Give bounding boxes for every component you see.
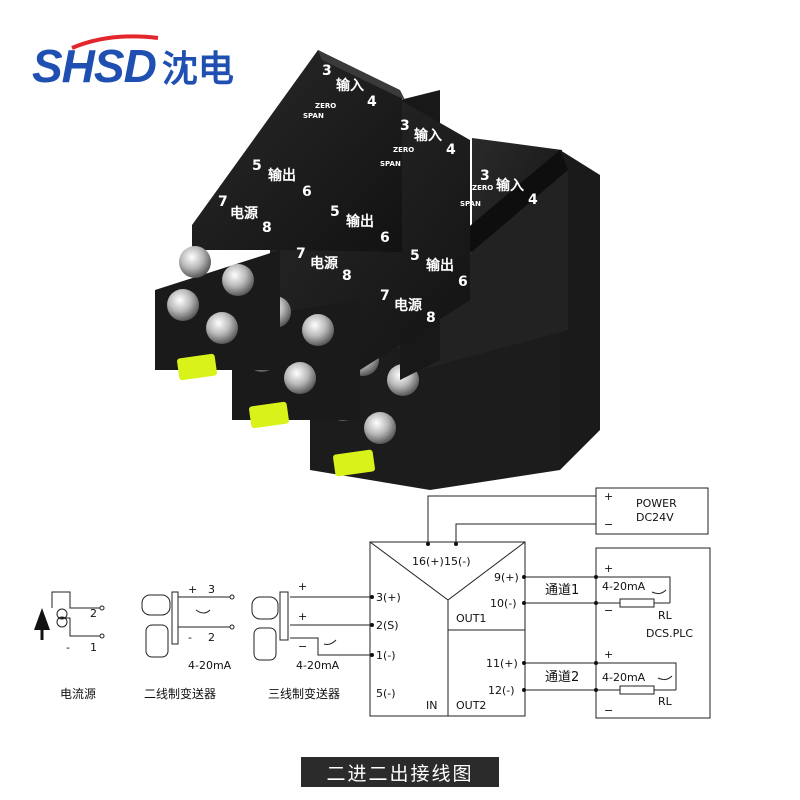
- power-label: 电源: [394, 297, 422, 314]
- logo-swoosh-icon: [71, 34, 159, 50]
- channel-2-signal: 4-20mA: [602, 671, 646, 684]
- terminal-3-label: 3: [480, 168, 490, 184]
- terminal-2-label: 2(S): [376, 619, 399, 632]
- terminal-5-label: 5: [252, 158, 262, 174]
- terminal-3-label: 3: [322, 63, 332, 79]
- input-label: 输入: [496, 177, 524, 194]
- module-1-labels: 3 输入 4 ZERO SPAN 5 输出 6 7 电源 8: [218, 63, 377, 236]
- span-label: SPAN: [380, 160, 401, 168]
- terminal-16-label: 16(+): [412, 555, 444, 568]
- three-wire-title: 三线制变送器: [268, 686, 340, 701]
- wiring-diagram: + − POWER DC24V 16(+) 15(-) 3(+) 2(S) 1(…: [34, 487, 711, 719]
- power-plus-label: +: [604, 490, 613, 503]
- terminal-7-label: 7: [380, 288, 390, 304]
- terminal-6-label: 6: [302, 184, 312, 200]
- two-wire-signal: 4-20mA: [188, 659, 232, 672]
- output-label: 输出: [346, 213, 374, 230]
- power-title: POWER: [636, 497, 677, 510]
- current-source-title: 电流源: [60, 687, 96, 701]
- terminal-12-label: 12(-): [488, 684, 515, 697]
- load-resistor-1: [619, 598, 655, 608]
- terminal-10-label: 10(-): [490, 597, 517, 610]
- terminal-11-label: 11(+): [486, 657, 518, 670]
- input-label: 输入: [414, 127, 442, 144]
- input-label: 输入: [336, 77, 364, 94]
- zero-label: ZERO: [315, 102, 336, 110]
- channel-2-label: 通道2: [545, 670, 579, 685]
- three-wire-signal: 4-20mA: [296, 659, 340, 672]
- power-label: 电源: [310, 255, 338, 272]
- up-arrow-icon: [34, 608, 50, 630]
- terminal-4-label: 4: [446, 142, 456, 158]
- out2-label: OUT2: [456, 699, 486, 712]
- module-2-labels: 3 输入 4 ZERO SPAN 5 输出 6 7 电源 8: [296, 118, 456, 284]
- terminal-5-label: 5(-): [376, 687, 396, 700]
- brand-logo: SHSD 沈电: [32, 34, 234, 96]
- channel-2-load: RL: [658, 695, 673, 708]
- current-arrow-icon: [323, 639, 337, 645]
- logo-text: SHSD: [32, 40, 157, 92]
- three-wire-plus-1: +: [298, 580, 307, 593]
- terminal-8-label: 8: [262, 220, 272, 236]
- isolator-module-1: [155, 50, 405, 381]
- output-label: 输出: [426, 257, 454, 274]
- terminal-5-label: 5: [330, 204, 340, 220]
- module-3-labels: 3 输入 4 ZERO SPAN 5 输出 6 7 电源 8: [380, 168, 538, 326]
- in-label: IN: [426, 699, 437, 712]
- current-arrow-icon: [651, 589, 667, 595]
- load-resistor-2: [619, 685, 655, 695]
- terminal-8-label: 8: [426, 310, 436, 326]
- source-terminal-1: 1: [90, 641, 97, 654]
- dcs-plc-label: DCS.PLC: [646, 627, 693, 640]
- terminal-8-label: 8: [342, 268, 352, 284]
- two-wire-terminal-3: 3: [208, 583, 215, 596]
- current-arrow-icon: [195, 609, 211, 614]
- three-wire-minus: −: [298, 640, 307, 653]
- terminal-5-label: 5: [410, 248, 420, 264]
- channel-1-label: 通道1: [545, 583, 579, 598]
- span-label: SPAN: [460, 200, 481, 208]
- terminal-4-label: 4: [528, 192, 538, 208]
- terminal-6-label: 6: [380, 230, 390, 246]
- power-minus-label: −: [604, 518, 613, 531]
- two-wire-plus: +: [188, 583, 197, 596]
- span-label: SPAN: [303, 112, 324, 120]
- terminal-1-label: 1(-): [376, 649, 396, 662]
- terminal-9-label: 9(+): [494, 571, 519, 584]
- channel-1-plus: +: [604, 562, 613, 575]
- power-voltage: DC24V: [636, 511, 674, 524]
- zero-label: ZERO: [472, 184, 493, 192]
- zero-label: ZERO: [393, 146, 414, 154]
- source-minus: -: [66, 641, 70, 654]
- two-wire-terminal-2: 2: [208, 631, 215, 644]
- out1-label: OUT1: [456, 612, 486, 625]
- dcs-box: [595, 547, 711, 719]
- channel-2-minus: −: [604, 704, 613, 717]
- channel-1-minus: −: [604, 604, 613, 617]
- channel-1-load: RL: [658, 609, 673, 622]
- terminal-15-label: 15(-): [444, 555, 471, 568]
- two-wire-minus: -: [188, 631, 192, 644]
- two-wire-title: 二线制变送器: [144, 686, 216, 701]
- channel-1-signal: 4-20mA: [602, 580, 646, 593]
- product-photo: 3 输入 4 ZERO SPAN 5 输出 6 7 电源 8 3 输入 4 ZE…: [155, 50, 600, 490]
- terminal-3-label: 3: [400, 118, 410, 134]
- terminal-7-label: 7: [218, 194, 228, 210]
- terminal-3-label: 3(+): [376, 591, 401, 604]
- power-label: 电源: [230, 205, 258, 222]
- terminal-4-label: 4: [367, 94, 377, 110]
- power-box: [595, 487, 709, 535]
- three-wire-plus-2: +: [298, 610, 307, 623]
- source-terminal-2: 2: [90, 607, 97, 620]
- output-label: 输出: [268, 167, 296, 184]
- logo-chinese: 沈电: [161, 49, 234, 90]
- channel-2-plus: +: [604, 648, 613, 661]
- terminal-6-label: 6: [458, 274, 468, 290]
- terminal-7-label: 7: [296, 246, 306, 262]
- diagram-caption: 二进二出接线图: [301, 757, 499, 787]
- current-arrow-icon: [657, 675, 673, 681]
